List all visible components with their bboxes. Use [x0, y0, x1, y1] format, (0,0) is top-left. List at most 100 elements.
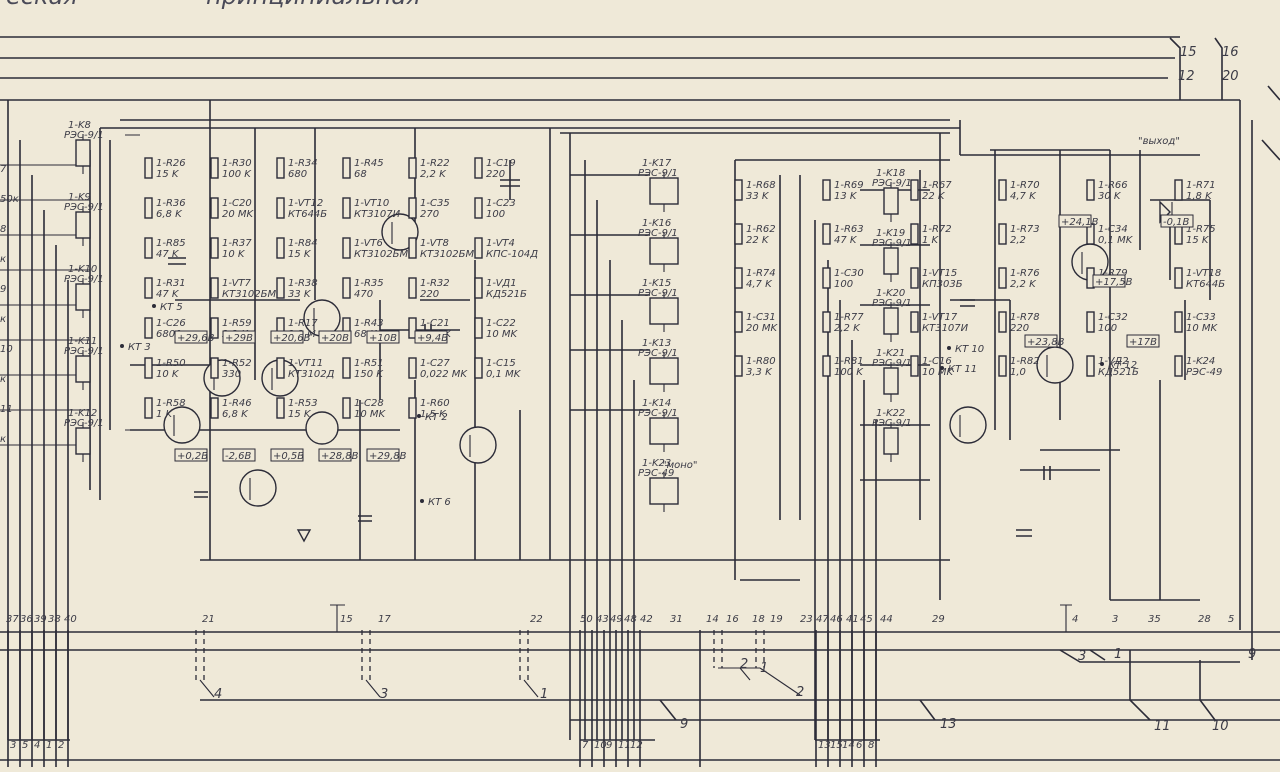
bus-terminal: 36 [20, 614, 33, 625]
component-value: 0,022 MK [420, 369, 468, 380]
component-ref: 1-R79 [1098, 268, 1128, 279]
voltage-box [1126, 334, 1160, 348]
test-point: КТ 2 [417, 412, 448, 423]
relay-coil [649, 417, 679, 445]
bus-terminal: 41 [846, 614, 859, 625]
voltage-box [1058, 214, 1092, 228]
transistor-vt4 [163, 406, 201, 444]
component-value: КТ644Б [288, 209, 327, 220]
component-ref: 1-R31 [156, 278, 186, 289]
component-ref: 1-R37 [222, 238, 252, 249]
diode-vd1 [296, 529, 312, 543]
component-value: 10 K [222, 249, 246, 260]
component-body [210, 157, 219, 179]
test-point-label: КТ 5 [160, 302, 183, 313]
bus-terminal: 29 [932, 614, 945, 625]
component-value: 10 MK [922, 367, 955, 378]
bus-terminal: 5 [1228, 614, 1234, 625]
component-body [276, 397, 285, 419]
component-ref: 1-VД1 [486, 278, 517, 289]
bus-terminal: 38 [48, 614, 61, 625]
component-ref: 1-C22 [486, 318, 516, 329]
component-body [822, 267, 831, 289]
bottom-pin: 6 [856, 740, 862, 751]
component-ref: 1-C28 [354, 398, 384, 409]
component-ref: 1-VT8 [420, 238, 449, 249]
component-body [210, 397, 219, 419]
component-ref: 1-R71 [1186, 180, 1216, 191]
note-output: "выход" [1138, 136, 1180, 147]
component-body [998, 311, 1007, 333]
test-point-dot [420, 499, 424, 503]
component-ref: 1-R52 [222, 358, 252, 369]
voltage-value: -0,1В [1163, 217, 1190, 228]
component-ref: 1-R78 [1010, 312, 1040, 323]
component-body [910, 267, 919, 289]
bottom-pin: 2 [58, 740, 64, 751]
component-value: 15 K [1186, 235, 1210, 246]
bottom-pin: 5 [22, 740, 28, 751]
component-value: 33 K [746, 191, 770, 202]
bus-terminal: 14 [706, 614, 719, 625]
component-body [276, 277, 285, 299]
voltage-box [174, 330, 208, 344]
pin-left: 8 [0, 224, 6, 235]
test-point-label: КТ 12 [1108, 360, 1137, 371]
component-body [998, 355, 1007, 377]
component-body [822, 311, 831, 333]
component-ref: 1-R82 [1010, 356, 1040, 367]
voltage-box [222, 330, 256, 344]
relay-coil [75, 211, 91, 239]
bottom-pin: 7 [582, 740, 589, 751]
component-value: 6800 [156, 329, 181, 340]
component-ref: 1-R68 [746, 180, 776, 191]
component-ref: 1-R58 [156, 398, 186, 409]
bundle-label: 11 [1154, 719, 1171, 734]
voltage-value: +17,5В [1095, 277, 1133, 288]
relay-type: РЭС-9/1 [64, 202, 104, 213]
component-value: 6,8 K [156, 209, 183, 220]
relay-type: РЭС-9/1 [64, 346, 104, 357]
bus-terminal: 40 [64, 614, 77, 625]
bundle-label: 1 [760, 661, 768, 676]
component-ref: 1-R22 [420, 158, 450, 169]
component-value: 1 K [156, 409, 174, 420]
component-body [998, 223, 1007, 245]
relay-type: РЭС-9/1 [64, 274, 104, 285]
component-ref: 1-R60 [420, 398, 450, 409]
voltage-tag: +10В [366, 330, 400, 344]
bus-terminal: 42 [640, 614, 653, 625]
component-body [1086, 179, 1095, 201]
component-ref: 1-C21 [420, 318, 450, 329]
relay-coil [883, 307, 899, 335]
transistor-vt4b [305, 411, 339, 445]
component-body [734, 267, 743, 289]
relay-type: РЭС-9/1 [638, 168, 678, 179]
component-value: 20 MK [746, 323, 779, 334]
component-body [734, 355, 743, 377]
pin-left: 9 [0, 284, 6, 295]
relay-coil [883, 367, 899, 395]
component-ref: 1-R69 [834, 180, 864, 191]
bus-terminal: 49 [610, 614, 623, 625]
component-value: 100 K [222, 169, 252, 180]
component-body [144, 157, 153, 179]
bundle-label: 9 [680, 717, 688, 732]
component-value: 2,2 K [1010, 279, 1037, 290]
test-point-label: КТ 10 [955, 344, 984, 355]
voltage-value: +20,6В [273, 333, 311, 344]
component-value: КТ3107И [354, 209, 401, 220]
